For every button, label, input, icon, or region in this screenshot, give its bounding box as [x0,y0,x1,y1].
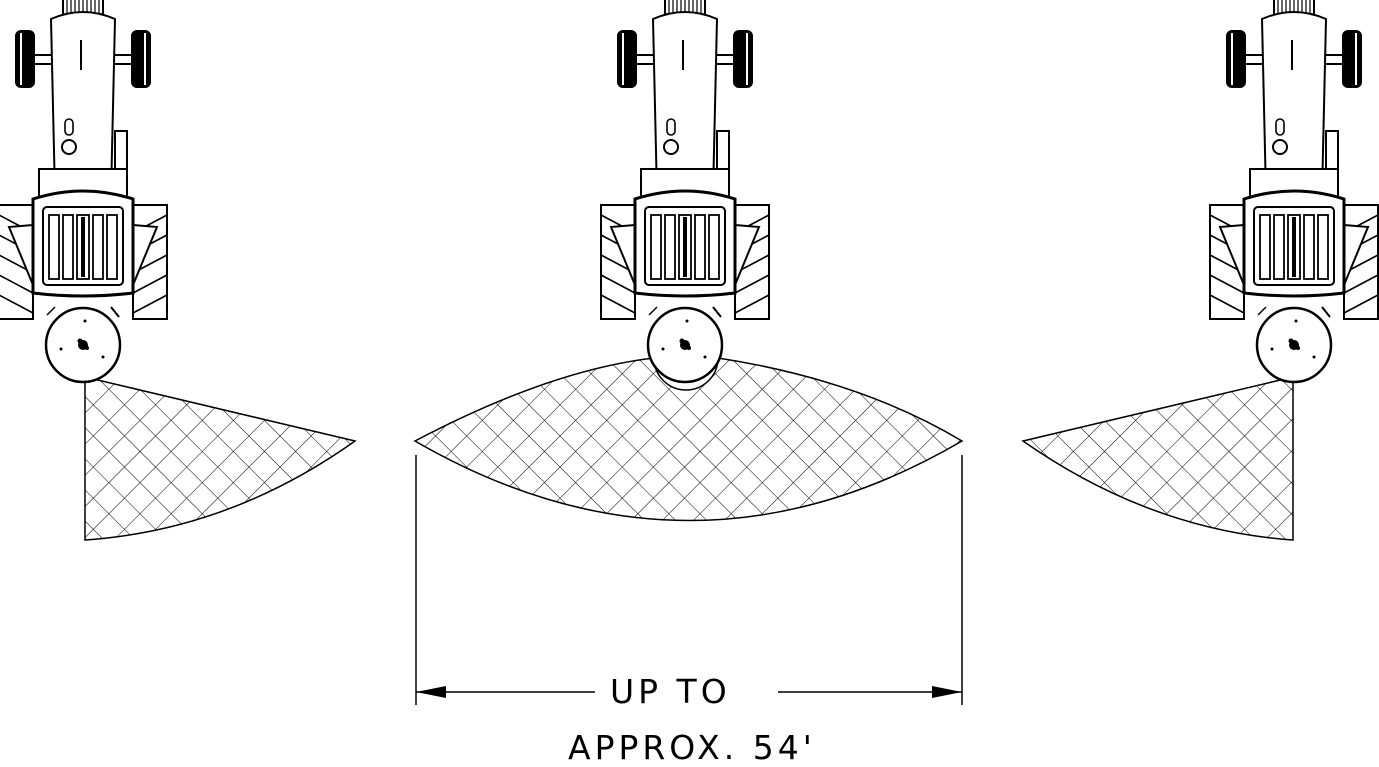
dimension-line [415,455,963,705]
tractor-right [1208,0,1379,384]
arrow-right [932,686,962,698]
arrow-left [416,686,446,698]
spread-pattern-right [1021,376,1294,541]
dimension-label-up-to: UP TO [600,672,741,711]
spread-pattern-left [84,376,357,541]
tractor-left [0,0,169,384]
spread-pattern-center [413,357,964,522]
dimension-label-approx: APPROX. 54' [568,728,816,767]
tractor-center [599,0,771,384]
